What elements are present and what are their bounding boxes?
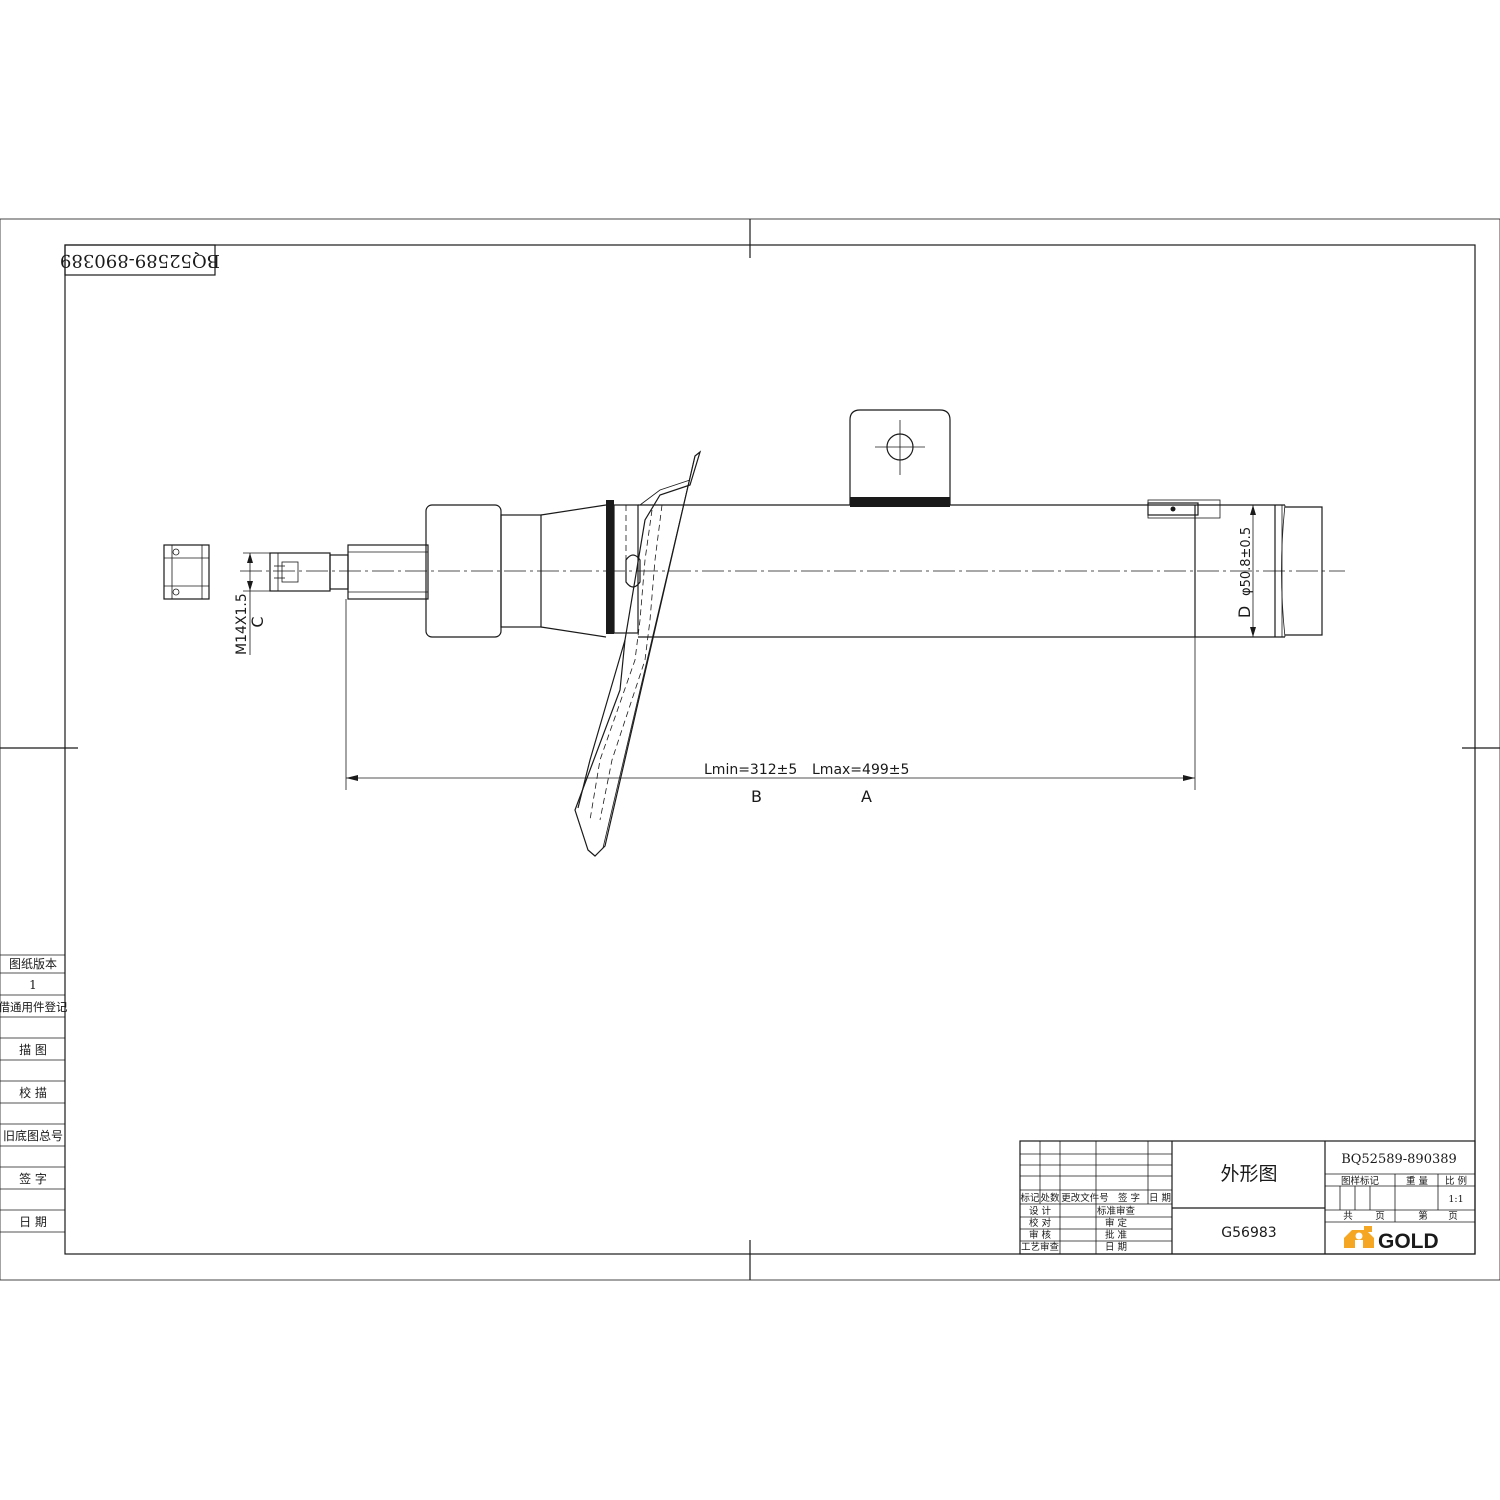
sign-label: 签 字 (19, 1171, 47, 1186)
page-unit-2: 页 (1448, 1211, 1458, 1222)
seal-ring (606, 500, 614, 634)
total-label: 共 (1343, 1211, 1353, 1222)
part-number: BQ52589-890389 (1341, 1152, 1457, 1167)
outer-frame (0, 218, 1500, 1281)
inner-frame (64, 244, 1476, 1255)
gold-logo-icon (1344, 1226, 1374, 1248)
gold-logo-text: GOLD (1378, 1230, 1439, 1253)
thread-stud (269, 552, 349, 592)
check-trace-label: 校 描 (19, 1085, 47, 1100)
drawing-title: 外形图 (1220, 1163, 1277, 1185)
sign-row-approve-2: 批 准 (1105, 1229, 1128, 1241)
lmin-label: Lmin=312±5 (704, 762, 797, 778)
gold-logo: GOLD (1344, 1226, 1439, 1253)
sheet-label: 第 (1418, 1210, 1428, 1222)
small-clip (1147, 499, 1221, 519)
drawing-code: G56983 (1221, 1225, 1276, 1241)
centering-marks (0, 219, 1500, 1280)
sign-row-approve-1: 审 定 (1105, 1217, 1128, 1229)
title-block (1019, 1140, 1476, 1255)
part-number-box-rotated: BQ52589-890389 (60, 244, 220, 276)
sign-row-process: 工艺审查 (1021, 1241, 1060, 1253)
nut (163, 544, 210, 600)
rev-header-doc: 更改文件号 (1061, 1192, 1109, 1204)
old-no-label: 旧底图总号 (3, 1128, 63, 1143)
strut-assembly (163, 409, 1345, 857)
thread-label: M14X1.5 (234, 593, 250, 655)
version-value: 1 (29, 978, 37, 992)
sample-mark-label: 图样标记 (1341, 1175, 1380, 1187)
left-column-table (0, 954, 65, 1233)
label-d: D (1235, 606, 1254, 618)
sign-row-review: 审 核 (1029, 1229, 1052, 1241)
diameter-label: φ50.8±0.5 (1239, 527, 1254, 596)
piston-rod (347, 544, 429, 600)
thread-dimension (243, 552, 270, 655)
label-a: A (861, 787, 872, 806)
sign-row-proof: 校 对 (1029, 1217, 1052, 1229)
scale-value: 1:1 (1448, 1194, 1463, 1205)
knuckle-bracket (849, 409, 951, 507)
spring-plate (574, 450, 702, 857)
date-label: 日 期 (19, 1215, 47, 1229)
length-dimension (345, 599, 1196, 790)
trace-label: 描 图 (19, 1043, 47, 1057)
label-b: B (751, 787, 762, 806)
sign-row-date: 日 期 (1105, 1242, 1127, 1253)
weight-label: 重 量 (1406, 1175, 1429, 1187)
scale-label: 比 例 (1445, 1175, 1467, 1187)
sign-row-design: 设 计 (1029, 1205, 1052, 1217)
rev-header-sign: 签 字 (1118, 1192, 1140, 1204)
lmax-label: Lmax=499±5 (812, 762, 909, 778)
rev-header-date: 日 期 (1149, 1193, 1171, 1204)
sign-row-std-check: 标准审查 (1097, 1205, 1136, 1217)
diameter-dimension (1250, 505, 1256, 637)
borrow-label: 借通用件登记 (0, 1000, 68, 1014)
version-label: 图纸版本 (9, 957, 57, 971)
rev-header-count: 处数 (1040, 1192, 1060, 1204)
part-number-rotated: BQ52589-890389 (60, 250, 220, 271)
label-c: C (248, 616, 267, 627)
rev-header-mark: 标记 (1020, 1192, 1040, 1204)
page-unit-1: 页 (1375, 1211, 1385, 1222)
